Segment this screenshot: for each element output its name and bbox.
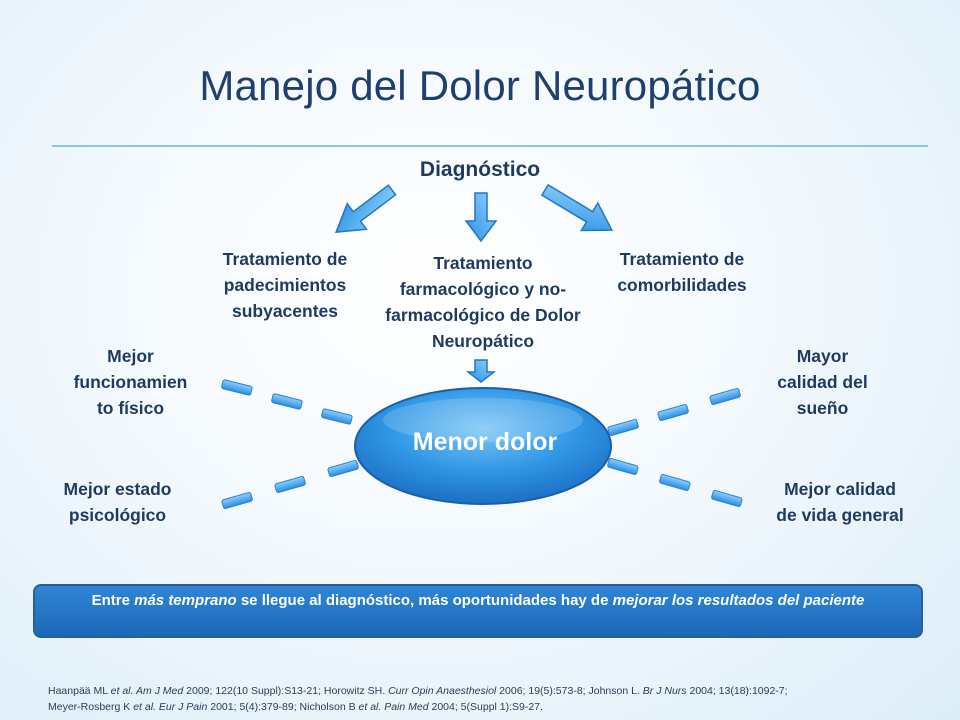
outcome-quality-of-life: Mejor calidad de vida general	[740, 476, 940, 528]
outcome-sleep-quality: Mayor calidad del sueño	[750, 343, 895, 421]
outcome-sleep-quality-line: sueño	[796, 398, 849, 418]
dashed-line-top-left	[221, 379, 353, 425]
treatment-underlying-line: subyacentes	[231, 301, 339, 321]
outcome-psychological: Mejor estado psicológico	[35, 476, 200, 528]
note-emphasis: más temprano	[134, 592, 237, 609]
treatment-underlying-line: Tratamiento de	[222, 249, 348, 269]
outcome-physical-function-line: funcionamien	[73, 372, 188, 392]
note-text: se llegue al diagnóstico, más oportunida…	[236, 592, 613, 609]
references: Haanpää ML et al. Am J Med 2009; 122(10 …	[48, 683, 928, 715]
outcome-sleep-quality-line: Mayor	[796, 346, 849, 366]
arrow-left	[334, 184, 397, 233]
arrow-down	[464, 192, 498, 243]
dashed-line-bottom-right	[607, 457, 743, 507]
treatment-neuropathic-line: farmacológico y no-	[399, 279, 567, 299]
dashed-line-top-right	[607, 387, 741, 436]
outcome-quality-of-life-line: Mejor calidad	[784, 479, 896, 499]
outcome-physical-function-line: to físico	[96, 398, 165, 418]
dashed-line-bottom-left	[221, 459, 359, 509]
key-message-box: Entre más temprano se llegue al diagnóst…	[33, 584, 923, 638]
diagnosis-label: Diagnóstico	[419, 158, 541, 181]
treatment-comorbidities-line: Tratamiento de	[619, 249, 745, 269]
outcome-physical-function: Mejor funcionamien to físico	[48, 343, 213, 421]
note-emphasis: los resultados del paciente	[671, 592, 865, 609]
center-ellipse	[354, 387, 612, 505]
outcome-physical-function-line: Mejor	[107, 346, 154, 366]
slide-title: Manejo del Dolor Neuropático	[199, 62, 761, 109]
outcome-psychological-line: psicológico	[68, 505, 167, 525]
treatment-underlying-line: padecimientos	[223, 275, 347, 295]
center-outcome-label: Menor dolor	[412, 428, 558, 456]
treatment-neuropathic-line: Neuropático	[431, 331, 535, 351]
treatment-neuropathic-line: Tratamiento	[433, 253, 533, 273]
treatment-comorbidities: Tratamiento de comorbilidades	[592, 246, 772, 298]
treatment-neuropathic: Tratamiento farmacológico y no- farmacol…	[355, 250, 611, 354]
outcome-quality-of-life-line: de vida general	[776, 505, 904, 525]
treatment-underlying: Tratamiento de padecimientos subyacentes	[195, 246, 375, 324]
reference-line-1: Haanpää ML et al. Am J Med 2009; 122(10 …	[48, 685, 788, 697]
note-text: Entre	[91, 592, 135, 609]
reference-line-2: Meyer-Rosberg K et al. Eur J Pain 2001; …	[48, 701, 543, 713]
note-emphasis: mejorar	[612, 592, 668, 609]
treatment-neuropathic-line: farmacológico de Dolor	[385, 305, 581, 325]
outcome-sleep-quality-line: calidad del	[777, 372, 868, 392]
title-divider	[52, 145, 928, 147]
arrow-to-center	[465, 359, 497, 383]
center-ellipse-highlight	[383, 398, 583, 442]
arrow-right	[540, 183, 614, 232]
outcome-psychological-line: Mejor estado	[63, 479, 172, 499]
treatment-comorbidities-line: comorbilidades	[617, 275, 747, 295]
